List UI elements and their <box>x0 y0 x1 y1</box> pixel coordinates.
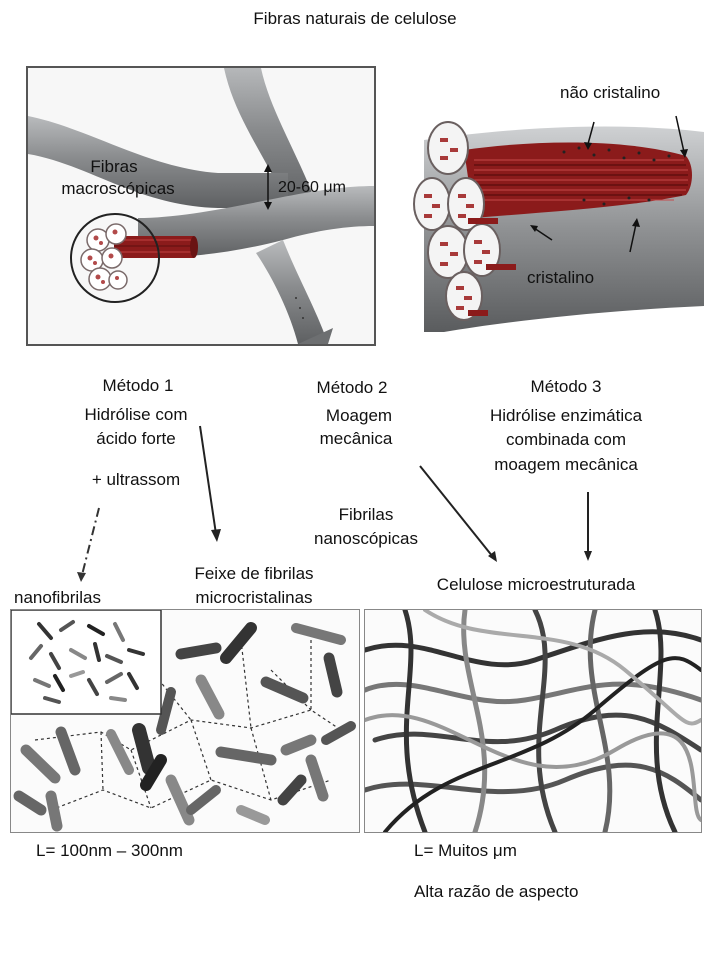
nanofibril-inset <box>11 610 161 714</box>
nanofibrilas-label: nanofibrilas <box>14 587 101 609</box>
feixe-label-line2: microcristalinas <box>195 587 312 609</box>
method-1-arrow <box>200 426 216 534</box>
micro-length-label: L= Muitos μm <box>414 840 517 862</box>
method-2-arrow <box>420 466 493 557</box>
aspect-ratio-label: Alta razão de aspecto <box>414 881 578 903</box>
fibrilas-label-line1: Fibrilas <box>339 504 394 526</box>
fibrilas-label-line2: nanoscópicas <box>314 528 418 550</box>
microstructured-cellulose-panel <box>364 609 702 833</box>
feixe-label-line1: Feixe de fibrilas <box>194 563 313 585</box>
ultrasound-arrowhead <box>77 572 86 582</box>
method-1-arrowhead <box>211 529 221 542</box>
method-3-arrowhead <box>584 551 592 561</box>
ultrasound-arrow <box>82 508 99 575</box>
celulose-micro-label: Celulose microestruturada <box>437 574 635 596</box>
nanofibril-length-label: L= 100nm – 300nm <box>36 840 183 862</box>
microcrystalline-panel <box>10 609 360 833</box>
